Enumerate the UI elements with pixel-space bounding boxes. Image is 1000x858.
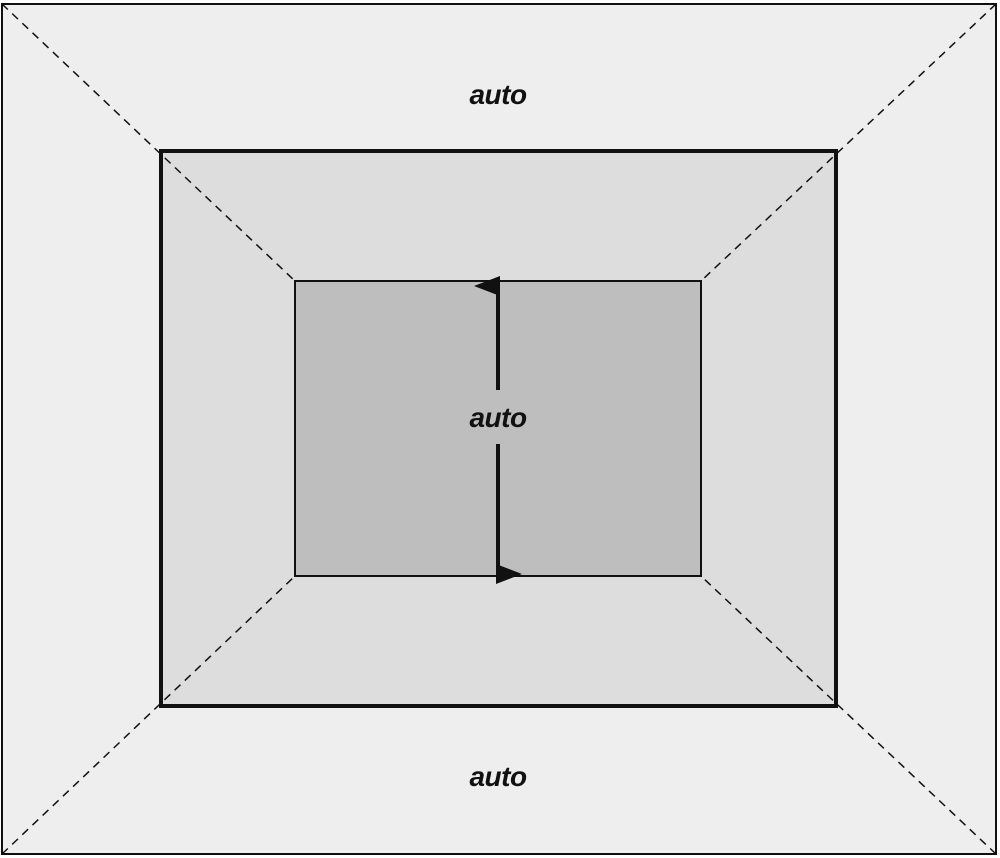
- diagonal-top-left: [1, 3, 296, 282]
- diagonal-guides: [1, 3, 997, 855]
- height-label: auto: [469, 402, 527, 433]
- diagonal-bottom-left: [1, 575, 296, 855]
- diagonal-top-right: [700, 3, 997, 282]
- bottom-margin-label: auto: [469, 761, 527, 792]
- top-margin-label: auto: [469, 79, 527, 110]
- diagonal-bottom-right: [700, 575, 997, 855]
